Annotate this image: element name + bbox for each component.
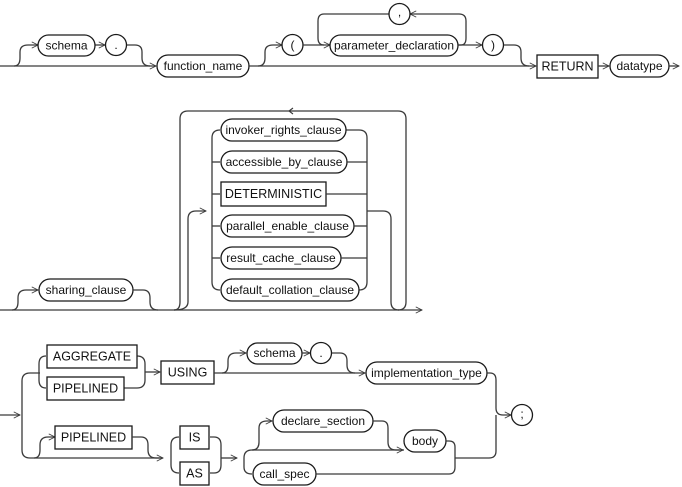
sharing-clause-node[interactable]: sharing_clause (38, 278, 134, 302)
connector-declare-to-body (373, 420, 403, 450)
dot-2-node[interactable]: . (309, 341, 333, 365)
return-keyword-label: RETURN (541, 60, 593, 74)
close-paren-label: ) (491, 38, 495, 52)
section-2-function-properties: sharing_clause invoker_rights_clause acc… (0, 107, 422, 311)
semicolon-label: ; (520, 407, 523, 421)
connector-loop-exit (367, 210, 400, 311)
parallel-enable-clause-node[interactable]: parallel_enable_clause (220, 214, 355, 238)
parameter-declaration-node[interactable]: parameter_declaration (329, 34, 459, 57)
dot-2-label: . (319, 346, 322, 360)
connector-impl-to-semicolon (487, 372, 511, 415)
dot-node[interactable]: . (104, 33, 128, 57)
semicolon-node[interactable]: ; (510, 403, 534, 427)
is-keyword-node[interactable]: IS (179, 425, 210, 450)
is-keyword-label: IS (189, 431, 201, 445)
connector-repeat-loop (173, 110, 407, 311)
using-keyword-node[interactable]: USING (160, 360, 215, 385)
schema-2-label: schema (253, 346, 295, 360)
function-name-label: function_name (164, 59, 243, 73)
connector-body-to-semicolon (455, 415, 497, 459)
invoker-rights-clause-node[interactable]: invoker_rights_clause (220, 118, 347, 142)
default-collation-clause-label: default_collation_clause (226, 283, 354, 297)
connector-choice-rail-right (346, 129, 368, 291)
open-paren-label: ( (291, 38, 295, 52)
connector-dot-to-main (126, 44, 151, 67)
connector-agg-choice-right (124, 355, 146, 389)
connector-schema2-branch (221, 353, 246, 374)
call-spec-label: call_spec (259, 467, 309, 481)
connector-close-paren-to-main (504, 44, 530, 67)
connector-sharing-branch (11, 290, 38, 311)
as-keyword-label: AS (186, 467, 203, 481)
aggregate-keyword-node[interactable]: AGGREGATE (46, 344, 138, 369)
connector-declare-branch (251, 421, 272, 451)
schema-node[interactable]: schema (37, 34, 96, 57)
connector-schema-branch (13, 45, 38, 67)
accessible-by-clause-node[interactable]: accessible_by_clause (220, 150, 348, 174)
connector-callspec-out (316, 440, 456, 475)
comma-label: , (398, 5, 401, 19)
body-node[interactable]: body (403, 429, 447, 453)
parallel-enable-clause-label: parallel_enable_clause (226, 219, 349, 233)
pipelined-keyword-upper-node[interactable]: PIPELINED (46, 376, 125, 401)
aggregate-keyword-label: AGGREGATE (53, 350, 131, 364)
connector-is-as-choice-left (170, 436, 180, 474)
connector-pipelined2-branch (33, 437, 55, 459)
comma-node[interactable]: , (388, 2, 411, 26)
connector-body-choice-left (243, 449, 404, 459)
invoker-rights-clause-label: invoker_rights_clause (225, 123, 341, 137)
sharing-clause-label: sharing_clause (46, 283, 127, 297)
section-3-function-body: AGGREGATE PIPELINED USING schema . imple… (0, 341, 534, 486)
deterministic-keyword-node[interactable]: DETERMINISTIC (220, 181, 327, 207)
parameter-declaration-label: parameter_declaration (334, 39, 454, 53)
connector-choice-rail-left (211, 129, 221, 291)
result-cache-clause-label: result_cache_clause (226, 251, 336, 265)
section-1-function-header: schema . function_name ( , parameter_dec… (0, 2, 679, 79)
connector-is-as-choice-right (210, 436, 222, 474)
return-keyword-node[interactable]: RETURN (536, 54, 599, 79)
as-keyword-node[interactable]: AS (179, 461, 210, 486)
connector-callspec-branch (243, 458, 253, 475)
pipelined-keyword-upper-label: PIPELINED (53, 382, 118, 396)
repeat-loop-arrow-icon (288, 107, 294, 115)
schema-label: schema (45, 39, 87, 53)
schema-2-node[interactable]: schema (246, 342, 303, 365)
connector-paren-branch (257, 45, 282, 67)
connector-comma-loop-return (317, 13, 389, 46)
implementation-type-node[interactable]: implementation_type (365, 361, 488, 385)
close-paren-node[interactable]: ) (481, 33, 505, 57)
dot-label: . (114, 38, 117, 52)
datatype-label: datatype (616, 59, 662, 73)
datatype-node[interactable]: datatype (609, 54, 670, 78)
body-label: body (412, 434, 438, 448)
deterministic-keyword-label: DETERMINISTIC (225, 187, 322, 201)
declare-section-node[interactable]: declare_section (272, 409, 374, 433)
call-spec-node[interactable]: call_spec (252, 462, 317, 486)
result-cache-clause-node[interactable]: result_cache_clause (220, 246, 342, 270)
pipelined-keyword-lower-node[interactable]: PIPELINED (54, 425, 133, 450)
connector-dot2-to-main (332, 352, 356, 374)
using-keyword-label: USING (168, 366, 208, 380)
connector-agg-choice-left (38, 355, 47, 389)
open-paren-node[interactable]: ( (281, 33, 304, 57)
connector-split-top (21, 372, 40, 415)
default-collation-clause-node[interactable]: default_collation_clause (220, 278, 360, 302)
accessible-by-clause-label: accessible_by_clause (226, 155, 343, 169)
implementation-type-label: implementation_type (371, 366, 482, 380)
pipelined-keyword-lower-label: PIPELINED (61, 431, 126, 445)
declare-section-label: declare_section (281, 414, 365, 428)
connector-sharing-return (133, 289, 159, 311)
connector-loop-entry (173, 211, 206, 311)
function-name-node[interactable]: function_name (156, 54, 250, 78)
connector-pipelined2-return (132, 436, 163, 458)
